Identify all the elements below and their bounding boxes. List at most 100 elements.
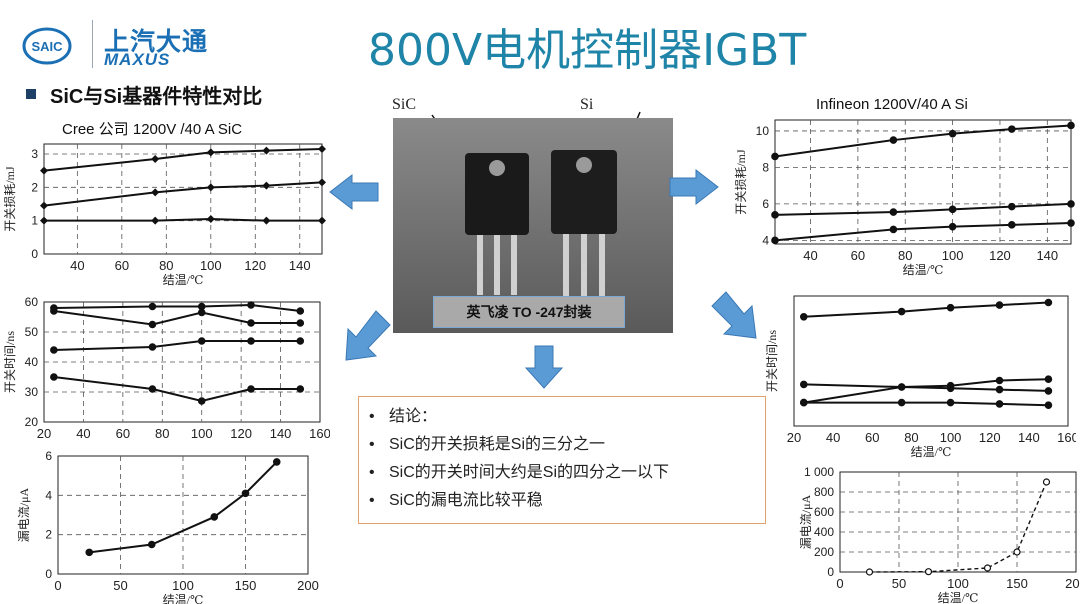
y-tick-label: 2: [45, 528, 52, 542]
caption-sic: Cree 公司 1200V /40 A SiC: [62, 121, 243, 138]
arrow-left-upper: [329, 173, 379, 211]
y-tick-label: 4: [45, 488, 52, 502]
x-axis-label: 结温/℃: [163, 273, 204, 287]
data-point: [865, 568, 874, 576]
y-axis-label: 开关时间/ns: [766, 330, 779, 392]
data-point: [50, 346, 58, 354]
si-transistor: [551, 150, 617, 296]
series-line-tdon: [53, 376, 301, 403]
data-point: [983, 564, 992, 572]
plot-frame: [774, 119, 1072, 245]
conclusion-box: 结论： SiC的开关损耗是Si的三分之一 SiC的开关时间大约是Si的四分之一以…: [358, 396, 766, 524]
y-axis-label: 开关损耗/mJ: [734, 149, 748, 215]
data-point: [40, 201, 48, 210]
x-tick-label: 60: [865, 430, 879, 445]
data-point: [889, 136, 898, 144]
arrow-down-right: [711, 291, 757, 339]
x-tick-label: 120: [979, 430, 1001, 445]
series-line-Eon: [774, 202, 1072, 216]
saic-logo-icon: SAIC: [22, 27, 72, 65]
x-tick-label: 0: [54, 578, 61, 593]
y-tick-label: 1: [31, 214, 38, 228]
data-point: [50, 373, 58, 381]
data-point: [206, 183, 215, 192]
data-point: [924, 568, 933, 576]
y-tick-label: 10: [756, 124, 770, 138]
x-tick-label: 60: [115, 258, 129, 273]
x-tick-label: 100: [942, 248, 964, 263]
data-point: [1067, 200, 1075, 208]
x-tick-label: 120: [244, 258, 266, 273]
data-point: [262, 146, 271, 155]
data-point: [1007, 202, 1016, 211]
x-tick-label: 80: [904, 430, 918, 445]
y-tick-label: 0: [827, 565, 834, 579]
conclusion-item: SiC的开关时间大约是Si的四分之一以下: [369, 459, 765, 487]
data-point: [206, 148, 215, 157]
series-line-Etotal: [774, 124, 1072, 158]
series-line-tdon: [803, 401, 1049, 407]
photo-caption: 英飞凌 TO -247封装: [433, 296, 625, 328]
y-axis-label: 漏电流/μA: [799, 494, 813, 549]
data-point: [1042, 478, 1051, 486]
arrow-down-left: [345, 310, 391, 361]
y-tick-label: 50: [25, 325, 39, 339]
data-point: [1007, 221, 1016, 229]
data-point: [40, 216, 48, 225]
data-point: [296, 307, 305, 315]
data-point: [889, 225, 898, 234]
logo-divider: [92, 20, 93, 68]
data-point: [147, 540, 156, 549]
y-tick-label: 20: [25, 415, 39, 429]
x-tick-label: 140: [270, 426, 292, 441]
data-point: [85, 548, 94, 557]
series-line-tr: [53, 310, 301, 326]
x-tick-label: 40: [70, 258, 84, 273]
data-point: [1044, 387, 1053, 395]
brand-name-cn: 上汽大通: [104, 28, 209, 56]
y-tick-label: 0: [45, 567, 52, 581]
data-point: [946, 381, 955, 390]
y-tick-label: 800: [814, 485, 834, 499]
series-line-tdoff: [803, 301, 1049, 318]
data-point: [247, 385, 255, 393]
x-tick-label: 140: [289, 258, 311, 273]
data-point: [40, 166, 48, 175]
conclusion-item: SiC的漏电流比较平稳: [369, 487, 765, 515]
y-axis-label: 开关损耗/mJ: [4, 166, 17, 232]
data-point: [995, 385, 1004, 394]
data-point: [151, 188, 160, 197]
sic-transistor: [465, 153, 529, 295]
y-tick-label: 600: [814, 505, 834, 519]
data-point: [197, 337, 206, 345]
slide-title: 800V电机控制器IGBT: [368, 25, 807, 76]
series-line-Eoff: [774, 222, 1072, 242]
data-point: [241, 489, 250, 498]
data-point: [1044, 375, 1053, 384]
series-line-Eon: [44, 217, 322, 222]
x-tick-label: 140: [1036, 248, 1058, 263]
data-point: [272, 458, 281, 466]
data-point: [995, 301, 1004, 309]
data-point: [247, 337, 255, 345]
data-point: [897, 398, 906, 407]
data-point: [771, 236, 779, 245]
y-tick-label: 4: [762, 233, 769, 247]
data-point: [318, 145, 326, 153]
series-line-toff: [53, 340, 301, 351]
data-point: [946, 303, 955, 312]
x-tick-label: 160: [309, 426, 330, 441]
x-tick-label: 140: [1018, 430, 1040, 445]
y-tick-label: 30: [25, 385, 39, 399]
data-point: [148, 320, 157, 329]
conclusion-item: 结论：: [369, 403, 765, 431]
data-point: [948, 205, 957, 214]
data-point: [148, 343, 157, 351]
x-tick-label: 60: [851, 248, 865, 263]
